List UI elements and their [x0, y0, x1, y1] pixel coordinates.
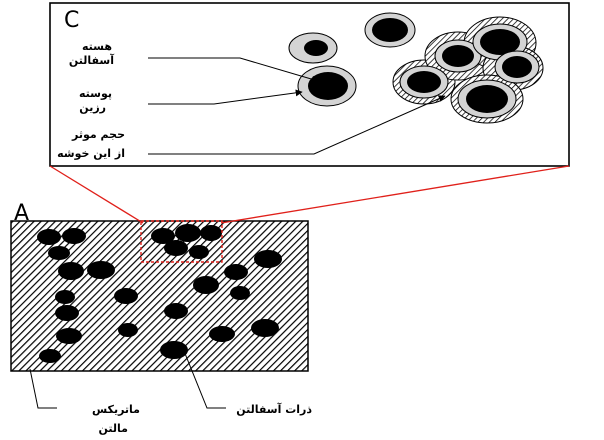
main-panel-letter: A: [14, 201, 29, 226]
asphaltene-particle: [160, 341, 188, 359]
leader-effective-volume: [148, 95, 446, 155]
asphaltene-particle: [251, 319, 279, 337]
svg-text:از این خوشه: از این خوشه: [57, 147, 125, 160]
zoom-panel-letter: C: [64, 8, 79, 33]
leader-maltene-matrix: [29, 368, 57, 409]
asphaltene-particle: [151, 228, 175, 244]
asphaltene-particle: [56, 328, 82, 344]
particle-cluster: [392, 16, 544, 124]
asphaltene-particle: [175, 224, 201, 242]
asphaltene-particle: [254, 250, 282, 268]
asphaltene-particle: [62, 228, 86, 244]
asphaltene-particles-group: [37, 224, 282, 363]
asphaltene-particle: [224, 264, 248, 280]
particle-isolated: [364, 12, 416, 48]
svg-text:هسته: هسته: [82, 40, 112, 53]
main-panel: A: [10, 201, 309, 372]
asphaltene-particle: [55, 305, 79, 321]
asphaltene-particle: [200, 225, 222, 241]
svg-text:پوسته: پوسته: [79, 87, 112, 100]
svg-text:حجم موثر: حجم موثر: [71, 128, 125, 141]
asphaltene-particle: [118, 323, 138, 337]
asphaltene-particle: [39, 349, 61, 363]
label-effective-volume: حجم موثر از این خوشه: [57, 128, 125, 160]
asphaltene-particle: [58, 262, 84, 280]
svg-text:آسفالتن: آسفالتن: [69, 53, 114, 67]
zoom-connector-left: [49, 165, 144, 224]
asphaltene-particle: [189, 245, 209, 259]
leader-asphaltene-core: [148, 57, 319, 83]
asphaltene-particle: [55, 290, 75, 304]
particle-isolated: [288, 32, 338, 64]
zoom-connector-right: [220, 165, 570, 224]
asphaltene-particle: [193, 276, 219, 294]
asphaltene-particle: [37, 229, 61, 245]
asphaltene-particle: [87, 261, 115, 279]
label-resin-shell: پوسته رزین: [79, 87, 112, 114]
asphaltene-particle: [164, 303, 188, 319]
svg-text:ماتریکس: ماتریکس: [92, 403, 140, 416]
asphaltene-particle: [209, 326, 235, 342]
asphaltene-particle: [164, 240, 188, 256]
svg-text:مالتن: مالتن: [99, 422, 128, 435]
svg-text:رزین: رزین: [79, 101, 106, 114]
zoom-highlight-box: [140, 220, 223, 263]
leader-asphaltene-particles: [183, 350, 226, 409]
asphaltene-particle: [230, 286, 250, 300]
label-maltene-matrix: ماتریکس مالتن: [92, 403, 140, 435]
label-asphaltene-core: هسته آسفالتن: [69, 40, 114, 67]
zoom-panel: C: [49, 2, 570, 167]
label-asphaltene-particles: ذرات آسفالتن: [236, 402, 312, 416]
leader-resin-shell: [148, 89, 303, 105]
asphaltene-particle: [48, 246, 70, 260]
asphaltene-particle: [114, 288, 138, 304]
particle-labeled: [297, 65, 357, 107]
